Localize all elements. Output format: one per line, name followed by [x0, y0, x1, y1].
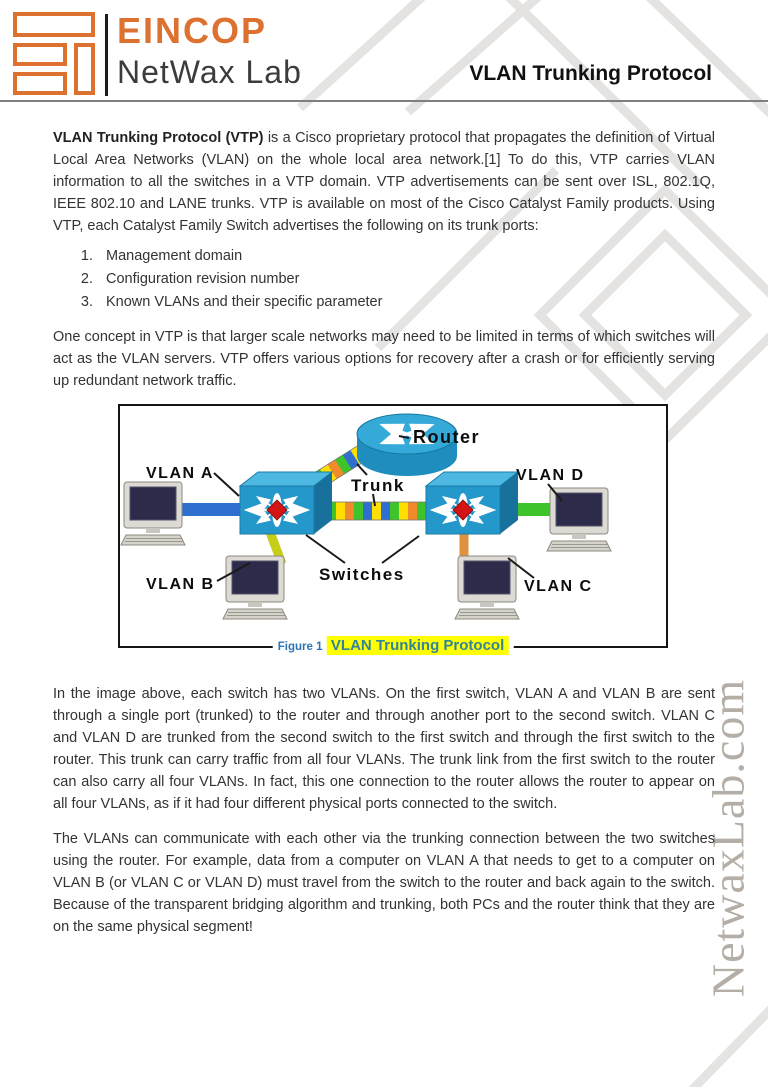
label-router: Router — [413, 427, 480, 447]
vlan-c-computer — [454, 555, 520, 620]
header: EINCOP NetWax Lab VLAN Trunking Protocol — [0, 0, 768, 103]
network-diagram: VLAN A VLAN B VLAN D VLAN C Router Trunk… — [120, 413, 612, 620]
router-device — [356, 413, 458, 476]
brand-subtitle: NetWax Lab — [117, 54, 302, 90]
vlan-b-computer — [222, 555, 288, 620]
figure-caption-label: Figure 1 — [277, 641, 323, 653]
paragraph-intro: VLAN Trunking Protocol (VTP) is a Cisco … — [53, 127, 715, 237]
figure-caption: Figure 1 VLAN Trunking Protocol — [272, 636, 514, 657]
label-vlan-b: VLAN B — [146, 576, 215, 593]
page-title: VLAN Trunking Protocol — [469, 62, 712, 85]
brand-name: EINCOP — [117, 10, 268, 51]
vtp-advertised-list: Management domain Configuration revision… — [53, 245, 715, 314]
paragraph-intro-lead: VLAN Trunking Protocol (VTP) — [53, 130, 264, 146]
paragraph-intro-rest: is a Cisco proprietary protocol that pro… — [53, 130, 715, 234]
list-item: Management domain — [97, 245, 715, 268]
paragraph-communication: The VLANs can communicate with each othe… — [53, 831, 715, 935]
logo-mark-icon — [13, 12, 97, 95]
vlan-a-link — [178, 503, 242, 516]
paragraph-image-explanation: In the image above, each switch has two … — [53, 686, 715, 812]
label-switches: Switches — [319, 565, 405, 584]
header-rule — [0, 100, 768, 102]
switch-2-device — [424, 471, 520, 535]
label-vlan-c: VLAN C — [524, 578, 593, 595]
list-item: Configuration revision number — [97, 268, 715, 291]
vlan-d-computer — [546, 487, 612, 552]
callout-lines — [213, 435, 563, 582]
label-trunk: Trunk — [351, 476, 405, 495]
article-body: VLAN Trunking Protocol (VTP) is a Cisco … — [0, 127, 768, 938]
label-vlan-a: VLAN A — [146, 465, 214, 482]
logo-divider — [105, 14, 108, 96]
label-vlan-d: VLAN D — [516, 467, 585, 484]
switch-1-device — [238, 471, 334, 535]
company-logo: EINCOP NetWax Lab — [13, 12, 313, 96]
vlan-a-computer — [120, 481, 186, 546]
figure-vlan-diagram: VLAN A VLAN B VLAN D VLAN C Router Trunk… — [118, 404, 668, 657]
figure-caption-title: VLAN Trunking Protocol — [326, 636, 509, 655]
paragraph-concept: One concept in VTP is that larger scale … — [53, 329, 715, 389]
list-item: Known VLANs and their specific parameter — [97, 291, 715, 314]
